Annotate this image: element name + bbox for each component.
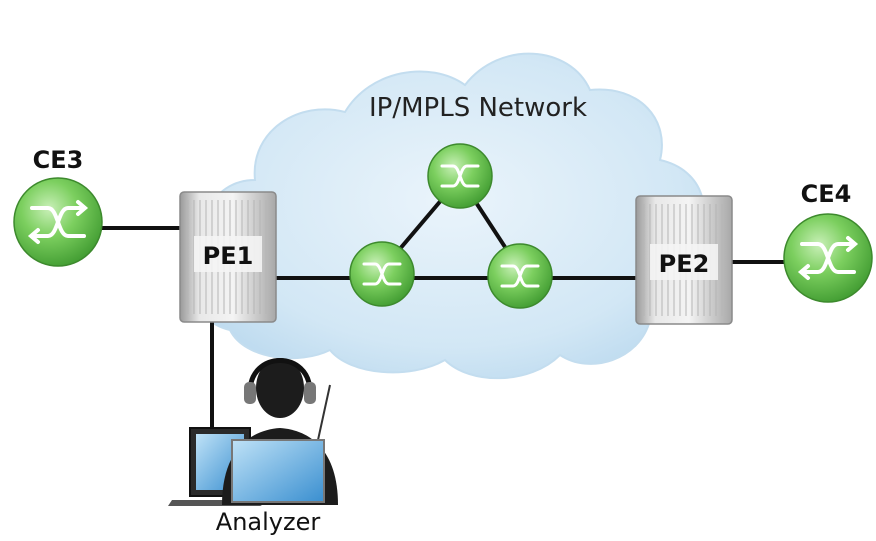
crossed-arrows-icon: [362, 262, 402, 286]
ce4-router: [783, 213, 873, 303]
cloud-label: IP/MPLS Network: [369, 93, 587, 123]
crossed-arrows-icon: [440, 164, 480, 188]
analyzer-label: Analyzer: [216, 508, 321, 536]
core-router-right: [487, 243, 553, 309]
crossed-arrows-icon: [797, 236, 859, 280]
ce3-label: CE3: [33, 146, 84, 174]
core-router-top: [427, 143, 493, 209]
pe2-router: PE2: [635, 195, 733, 325]
pe1-router: PE1: [179, 191, 277, 323]
crossed-arrows-icon: [500, 264, 540, 288]
crossed-arrows-icon: [27, 200, 89, 244]
analyzer-person-icon: [168, 358, 338, 506]
pe2-label: PE2: [659, 250, 710, 278]
core-router-left: [349, 241, 415, 307]
ce3-router: [13, 177, 103, 267]
pe1-label: PE1: [203, 242, 254, 270]
ce4-label: CE4: [801, 180, 852, 208]
ip-mpls-cloud: [196, 52, 705, 380]
